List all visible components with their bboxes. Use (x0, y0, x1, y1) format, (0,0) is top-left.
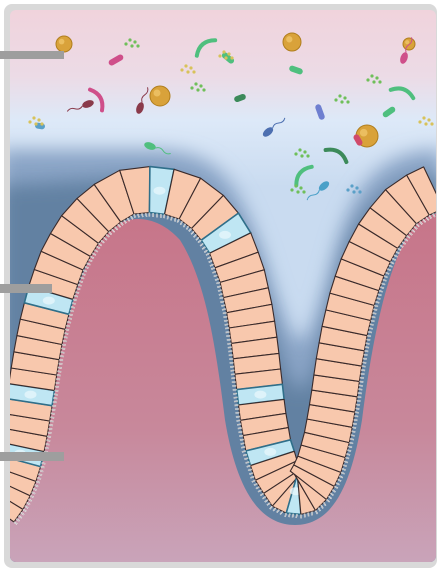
mucin-granule (264, 448, 276, 456)
mucin-granule (254, 391, 266, 399)
bacteria-coccus-highlight (59, 39, 65, 45)
mucin-granule (154, 187, 166, 195)
mucin-granule (43, 297, 55, 305)
pointer-lumen (0, 51, 64, 59)
mucin-granule (25, 391, 37, 399)
bacteria-coccus-icon (150, 86, 170, 106)
bacteria-coccus-highlight (405, 40, 409, 44)
pointer-mucus (0, 284, 52, 293)
bacteria-coccus-icon (56, 36, 72, 52)
bacteria-coccus-icon (283, 33, 301, 51)
bacteria-coccus-icon (403, 38, 415, 50)
mucin-granule (219, 231, 231, 239)
bacteria-coccus-highlight (360, 129, 368, 137)
bacteria-coccus-highlight (154, 90, 161, 97)
bacteria-coccus-highlight (286, 36, 292, 42)
pointer-epithelium (0, 452, 64, 461)
